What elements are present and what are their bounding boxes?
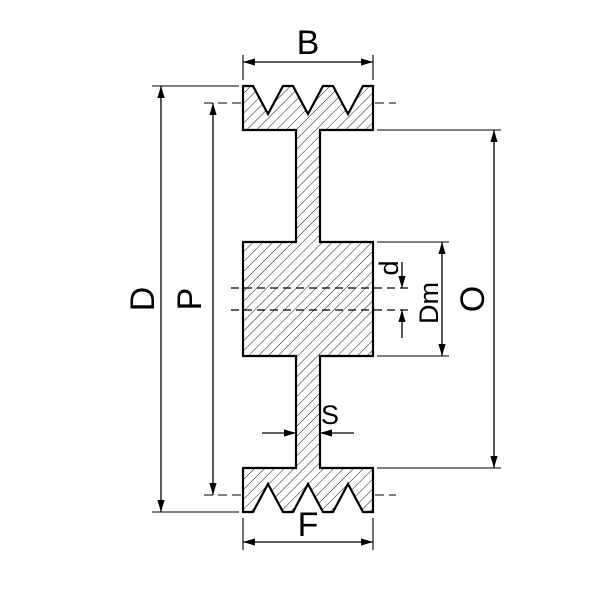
dimension-web-thickness: S [262,400,354,437]
label-bore-diameter: d [374,260,404,275]
dimension-rim-inner-diameter: O [377,129,501,469]
dimension-pitch-diameter: P [171,103,217,495]
label-rim-inner-diameter: O [454,286,492,312]
label-outer-diameter: D [124,287,162,312]
dimension-bottom-width: F [242,506,374,550]
label-hub-diameter: Dm [414,282,444,324]
label-pitch-diameter: P [171,288,209,311]
dimension-top-width: B [242,24,374,80]
dimension-hub-diameter: Dm [377,241,449,357]
dimension-outer-diameter: D [124,85,239,513]
label-top-width: B [297,24,320,62]
pulley-cross-section [241,84,375,514]
label-web-thickness: S [321,400,339,430]
label-bottom-width: F [298,506,319,544]
dimension-bore-diameter: d [374,260,406,338]
